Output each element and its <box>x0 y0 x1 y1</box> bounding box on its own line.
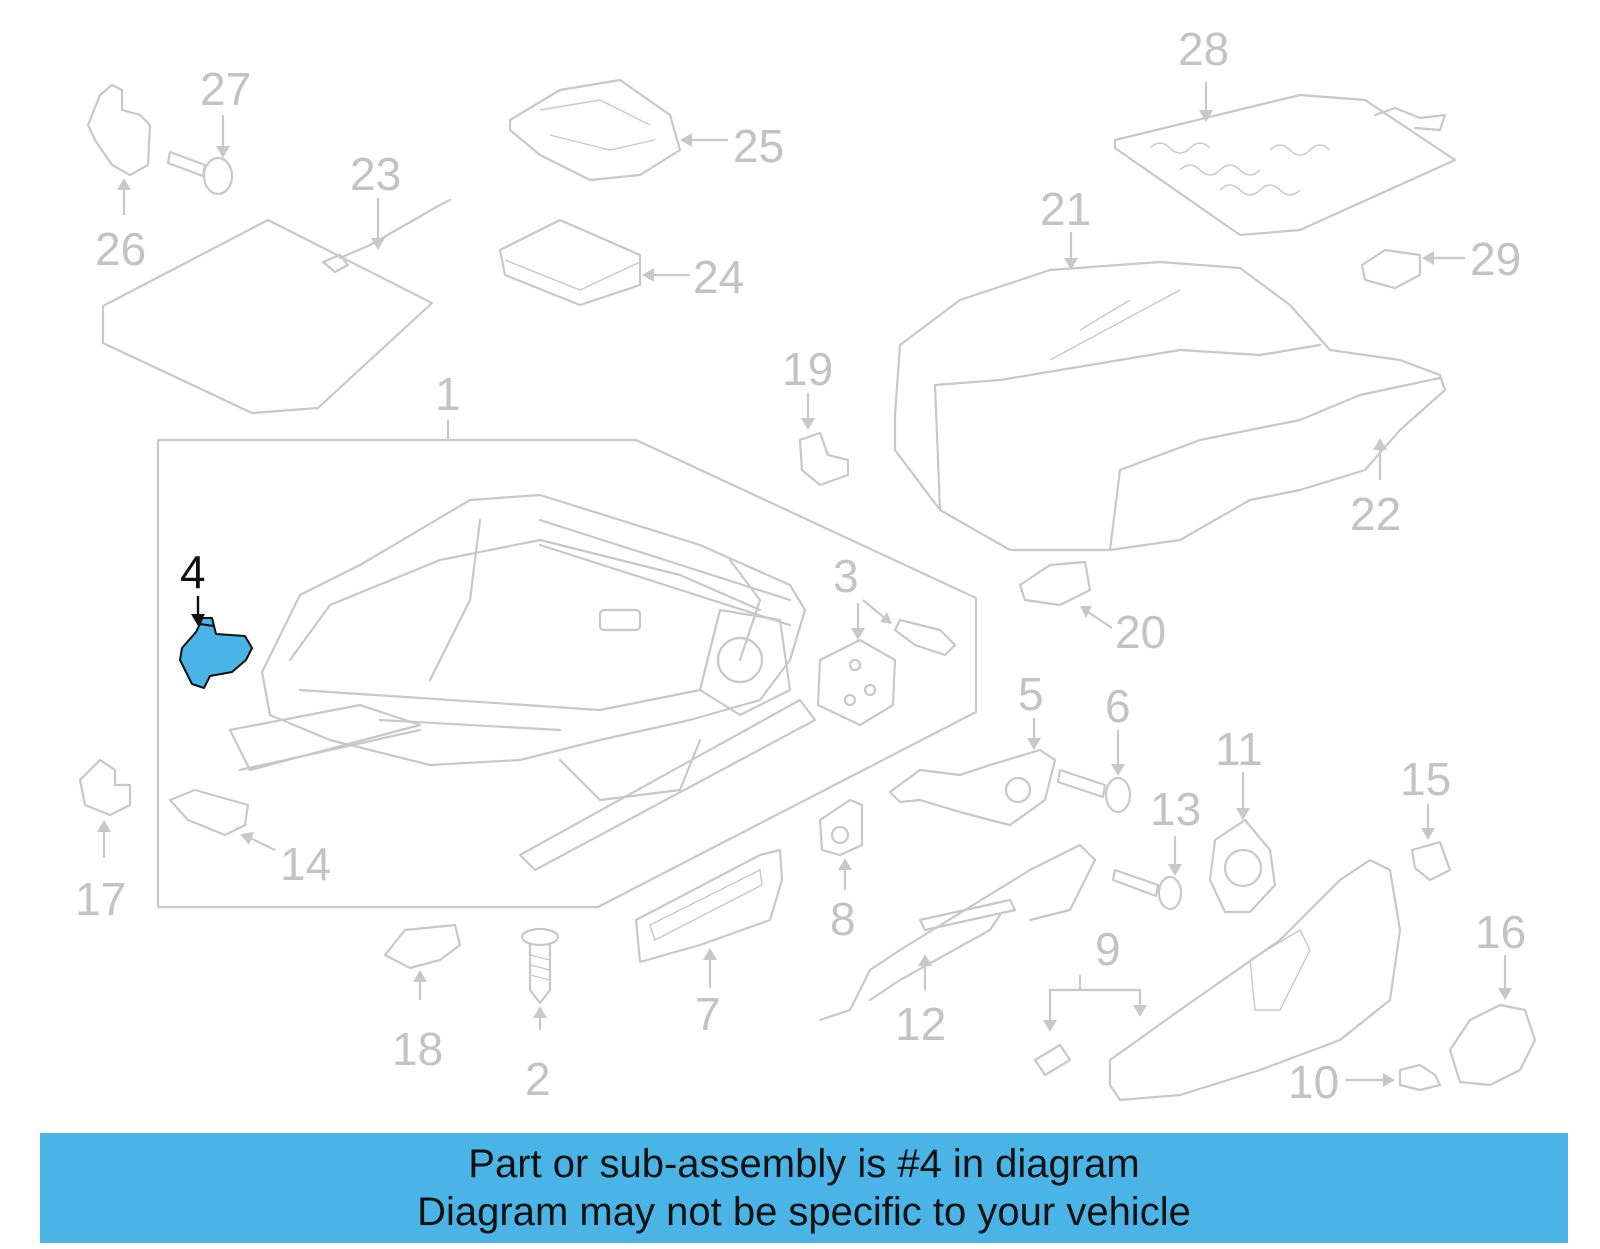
part-20-block <box>1018 560 1113 629</box>
part-9-side-cover <box>1033 858 1402 1102</box>
part-26-bracket <box>86 83 152 215</box>
info-banner: Part or sub-assembly is #4 in diagram Di… <box>40 1133 1568 1243</box>
callout-27: 27 <box>200 63 251 115</box>
callout-10: 10 <box>1288 1056 1339 1108</box>
parts-diagram: 1 2 3 4 5 6 7 8 9 10 11 12 13 14 15 16 1… <box>75 23 1537 1108</box>
part-19-clip <box>798 393 850 487</box>
callout-6: 6 <box>1105 680 1131 732</box>
part-17-clip <box>78 758 132 858</box>
callout-20: 20 <box>1115 606 1166 658</box>
callout-14: 14 <box>280 838 331 890</box>
part-28-heater-pad <box>1113 82 1457 237</box>
part-21-cushion <box>893 232 1447 552</box>
callout-9: 9 <box>1095 923 1121 975</box>
callout-28: 28 <box>1178 23 1229 75</box>
callout-11: 11 <box>1215 723 1263 775</box>
callout-2: 2 <box>525 1053 551 1105</box>
part-6-bolt <box>1056 730 1132 814</box>
banner-line-disclaimer: Diagram may not be specific to your vehi… <box>417 1190 1191 1234</box>
callout-29: 29 <box>1470 233 1521 285</box>
callout-16: 16 <box>1475 906 1526 958</box>
part-29-connector <box>1360 248 1465 290</box>
part-2-bolt <box>520 927 560 1030</box>
callout-12: 12 <box>895 998 946 1050</box>
part-7-cover <box>634 848 784 988</box>
part-16-cap <box>1448 955 1537 1087</box>
callout-24: 24 <box>693 251 744 303</box>
banner-line-part-number: Part or sub-assembly is #4 in diagram <box>468 1142 1140 1186</box>
callout-26: 26 <box>95 223 146 275</box>
part-25-module <box>508 78 728 182</box>
callout-18: 18 <box>392 1023 443 1075</box>
part-4-highlighted <box>179 596 253 689</box>
callout-4: 4 <box>180 546 206 598</box>
part-23-sensor-mat <box>101 198 452 415</box>
part-27-bolt <box>166 115 234 196</box>
callout-1: 1 <box>435 368 461 420</box>
callout-23: 23 <box>350 148 401 200</box>
seat-frame-drawing <box>228 493 817 872</box>
part-15-clip <box>1410 804 1452 882</box>
callout-7: 7 <box>695 988 721 1040</box>
part-11-gasket <box>1208 772 1277 914</box>
callout-3: 3 <box>833 550 859 602</box>
callout-8: 8 <box>830 893 856 945</box>
part-5-bracket <box>888 718 1057 827</box>
callout-21: 21 <box>1040 183 1091 235</box>
callout-5: 5 <box>1018 668 1044 720</box>
callout-25: 25 <box>733 120 784 172</box>
callout-17: 17 <box>75 873 126 925</box>
seat-frame-assembly-box <box>156 420 978 909</box>
part-8-clip <box>818 798 864 890</box>
callout-19: 19 <box>782 343 833 395</box>
part-13-bolt <box>1111 836 1183 911</box>
part-18-clip <box>383 923 462 1000</box>
part-12-wire-frame <box>818 843 1097 1022</box>
callout-15: 15 <box>1400 753 1451 805</box>
part-14-cover <box>168 788 276 851</box>
callout-22: 22 <box>1350 488 1401 540</box>
part-24-module <box>498 218 690 307</box>
part-3-bracket <box>816 599 957 727</box>
part-10-clip <box>1345 1063 1442 1092</box>
callout-13: 13 <box>1150 783 1201 835</box>
